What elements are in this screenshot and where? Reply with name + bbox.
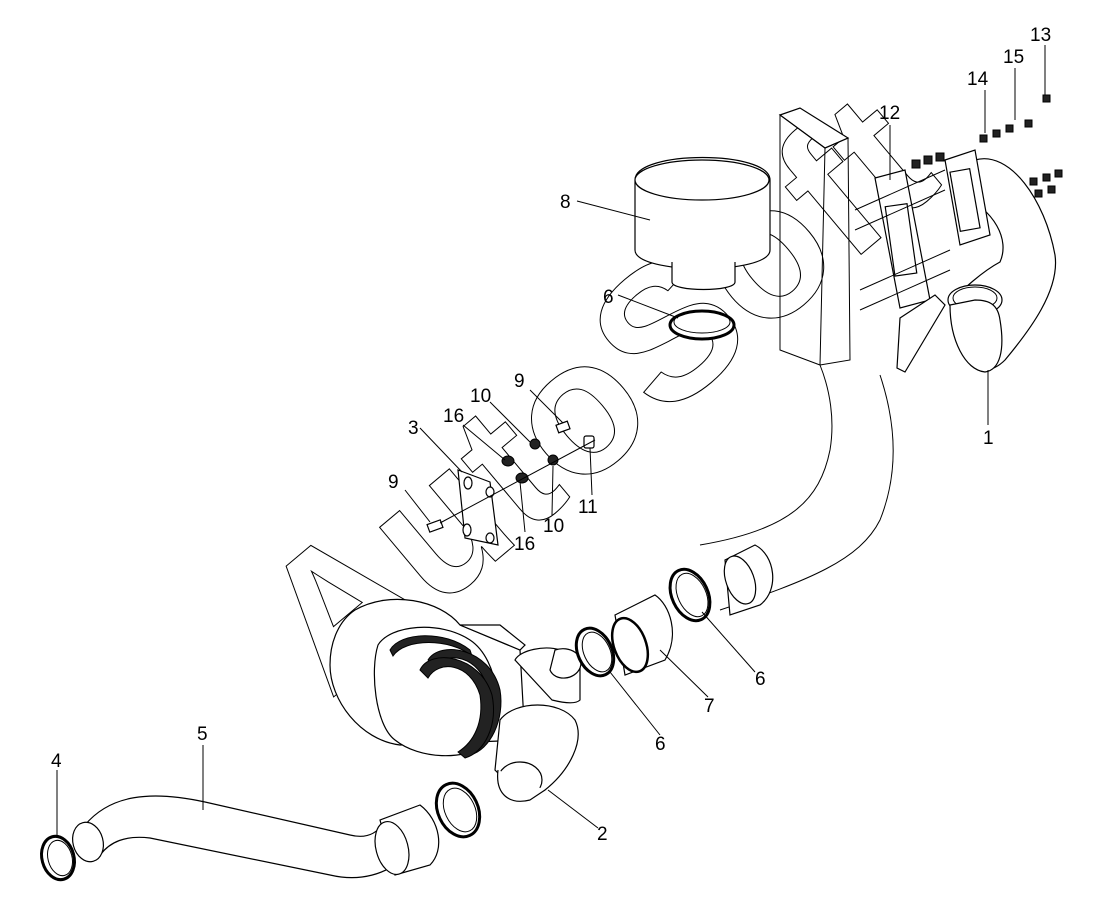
- callout-6-lower-right: 6: [755, 669, 766, 690]
- part-8-precleaner-cap: [634, 156, 771, 291]
- callout-8: 8: [560, 192, 571, 213]
- callout-7: 7: [704, 696, 715, 717]
- part-12-bracket: [778, 94, 1063, 373]
- part-6-clamp-right: [668, 567, 712, 623]
- part-3-bracket-plate: [426, 420, 596, 546]
- part-5-lower-hose: [84, 795, 440, 879]
- callout-1: 1: [983, 428, 994, 449]
- callout-2: 2: [597, 824, 608, 845]
- callout-6-upper: 6: [603, 287, 614, 308]
- callout-12: 12: [879, 103, 900, 124]
- callout-11: 11: [578, 497, 598, 518]
- bolt-set-upper: [911, 94, 1063, 198]
- callout-4: 4: [51, 751, 62, 772]
- callout-15: 15: [1003, 47, 1024, 68]
- callout-3: 3: [408, 418, 419, 439]
- callout-13: 13: [1030, 25, 1051, 46]
- callout-14: 14: [967, 69, 989, 90]
- part-6-clamp-left: [574, 626, 616, 678]
- callout-16-lower: 16: [514, 534, 535, 555]
- long-intake-tube: [699, 364, 894, 611]
- callout-16-upper: 16: [443, 406, 464, 427]
- part-6-clamp-upper: [668, 309, 736, 341]
- part-6-clamp-lower: [434, 781, 482, 839]
- part-4-hose-clamp: [40, 821, 104, 882]
- callout-6-lower-left: 6: [655, 734, 666, 755]
- callout-10-upper: 10: [470, 386, 491, 407]
- part-2-air-cleaner: [329, 598, 582, 802]
- callout-9-lower: 9: [388, 472, 399, 493]
- leader-lines: [56, 45, 1046, 838]
- callout-9-upper: 9: [514, 371, 525, 392]
- callout-10-lower: 10: [543, 516, 564, 537]
- part-7-sleeve: [610, 594, 674, 676]
- callout-labels: 1 2 3 4 5 6 6 6 7 8 9 9 10 10 11 12 13 1…: [51, 25, 1051, 845]
- part-1-upper-elbow: [947, 158, 1057, 373]
- hose-connector-upper: [723, 544, 774, 616]
- callout-5: 5: [197, 724, 208, 745]
